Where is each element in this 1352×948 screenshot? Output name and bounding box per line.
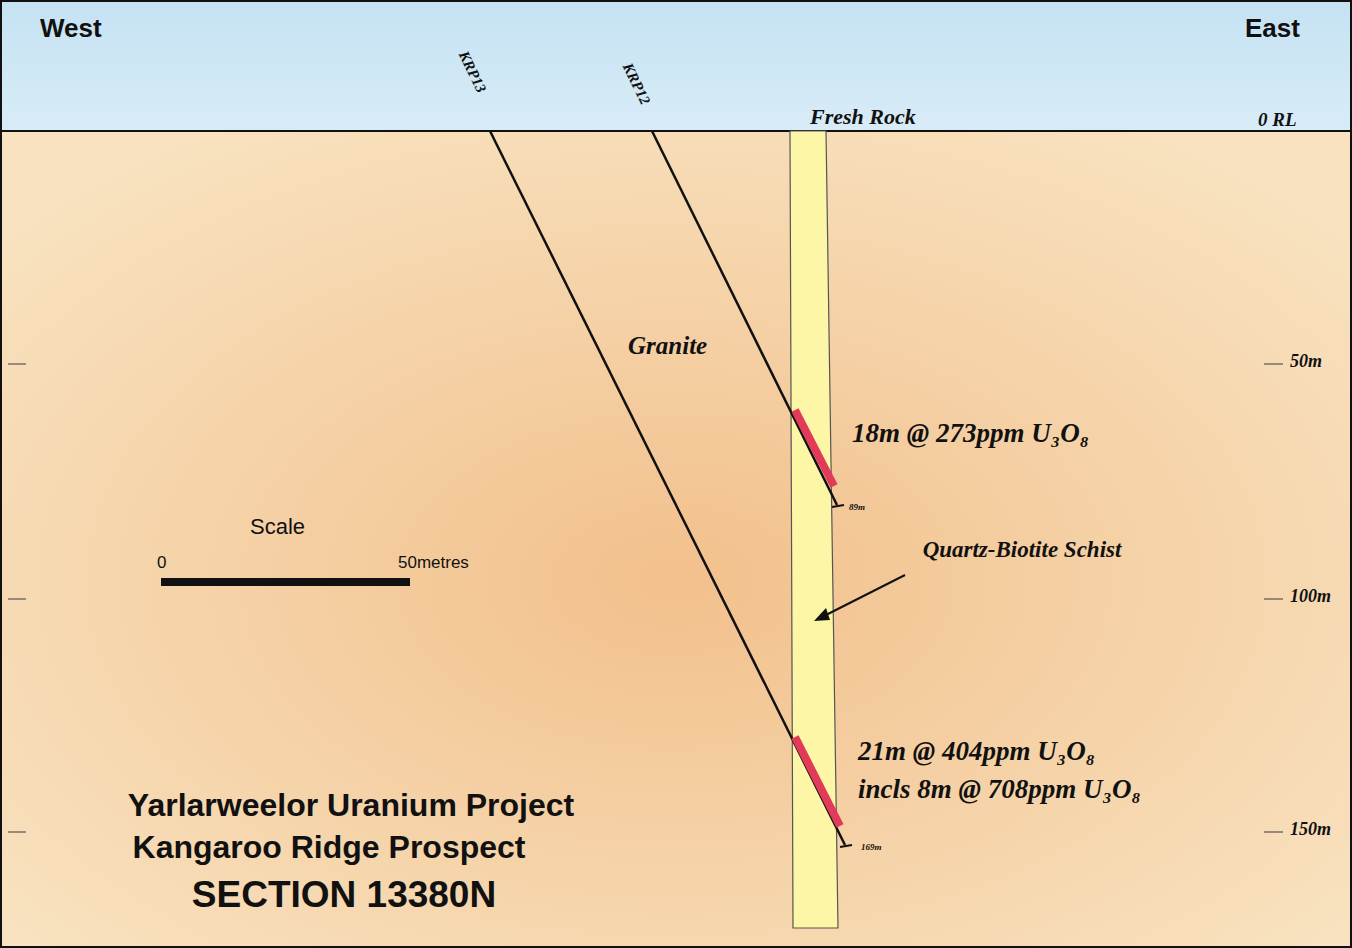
depth-label: 100m [1290,586,1331,607]
drill-hole [490,131,845,845]
ground [0,131,1352,948]
scale-value: 50metres [398,553,469,573]
hole-end-tick [832,505,844,507]
depth-label: 50m [1290,351,1322,372]
rl-label: 0 RL [1258,109,1297,131]
drill-hole [652,131,837,505]
scale-label: Scale [250,514,305,539]
depth-label: 150m [1290,819,1331,840]
scale-value: 0 [157,553,166,573]
surface-line [0,130,1352,132]
assay-label: incls 8m @ 708ppm U₃O₈ [858,774,1141,805]
sky-band [0,0,1352,131]
section-title: Kangaroo Ridge Prospect [133,829,526,866]
leader-line [822,575,905,617]
hole-depth: 169m [861,842,882,852]
compass-label: East [1245,14,1300,44]
depth-ticks [8,364,1283,832]
mineralised-interval [795,410,834,486]
hole-depth: 89m [849,502,865,512]
mineralised-interval [795,737,840,826]
rock-label: Granite [628,332,707,361]
rock-label: Quartz-Biotite Schist [922,537,1122,563]
leader-arrowhead [814,608,830,621]
assay-label: 21m @ 404ppm U₃O₈ [858,736,1095,767]
surface-label: Fresh Rock [810,104,916,129]
section-title: Yarlarweelor Uranium Project [128,787,574,824]
section-title: SECTION 13380N [192,874,496,917]
compass-label: West [40,14,102,44]
scale-bar [161,578,410,586]
hole-end-tick [840,845,852,847]
assay-label: 18m @ 273ppm U₃O₈ [852,418,1089,449]
